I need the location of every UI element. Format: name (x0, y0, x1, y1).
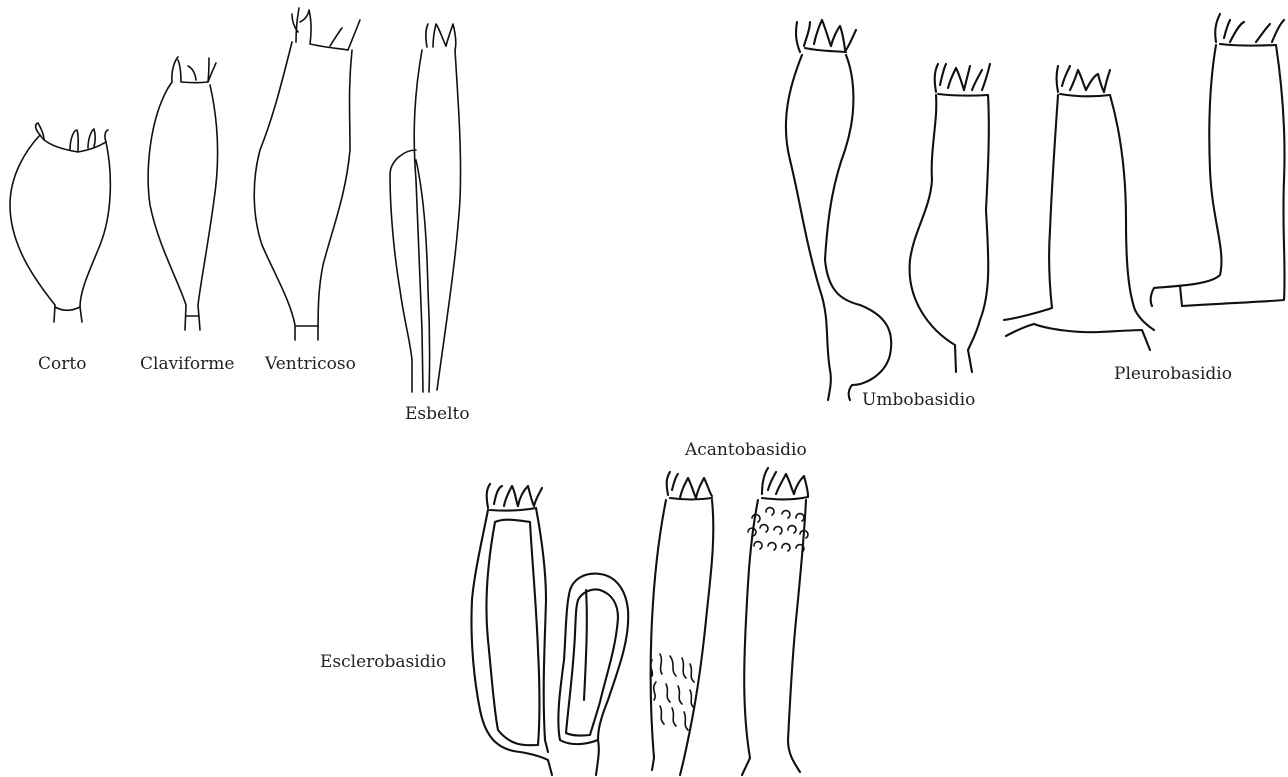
label-ventricoso: Ventricoso (265, 354, 356, 374)
label-claviforme: Claviforme (140, 354, 234, 374)
basidium-claviforme (148, 57, 217, 330)
label-esbelto: Esbelto (405, 404, 470, 424)
basidium-umbobasidio-2 (910, 64, 990, 372)
label-acantobasidio: Acantobasidio (685, 440, 807, 460)
basidium-esbelto (390, 24, 461, 392)
basidium-acantobasidio-2 (742, 468, 808, 775)
label-esclerobasidio: Esclerobasidio (320, 652, 446, 672)
basidium-umbobasidio (786, 20, 891, 400)
label-pleurobasidio: Pleurobasidio (1114, 364, 1232, 384)
basidium-pleurobasidio-2 (1151, 14, 1285, 306)
basidium-pleurobasidio (1004, 66, 1154, 350)
basidium-ventricoso (254, 8, 360, 340)
basidium-esclerobasidio-2 (558, 574, 628, 775)
basidium-esclerobasidio (471, 484, 552, 775)
basidium-acantobasidio (651, 472, 714, 775)
label-umbobasidio: Umbobasidio (862, 390, 975, 410)
label-corto: Corto (38, 354, 86, 374)
basidium-corto (10, 123, 110, 322)
